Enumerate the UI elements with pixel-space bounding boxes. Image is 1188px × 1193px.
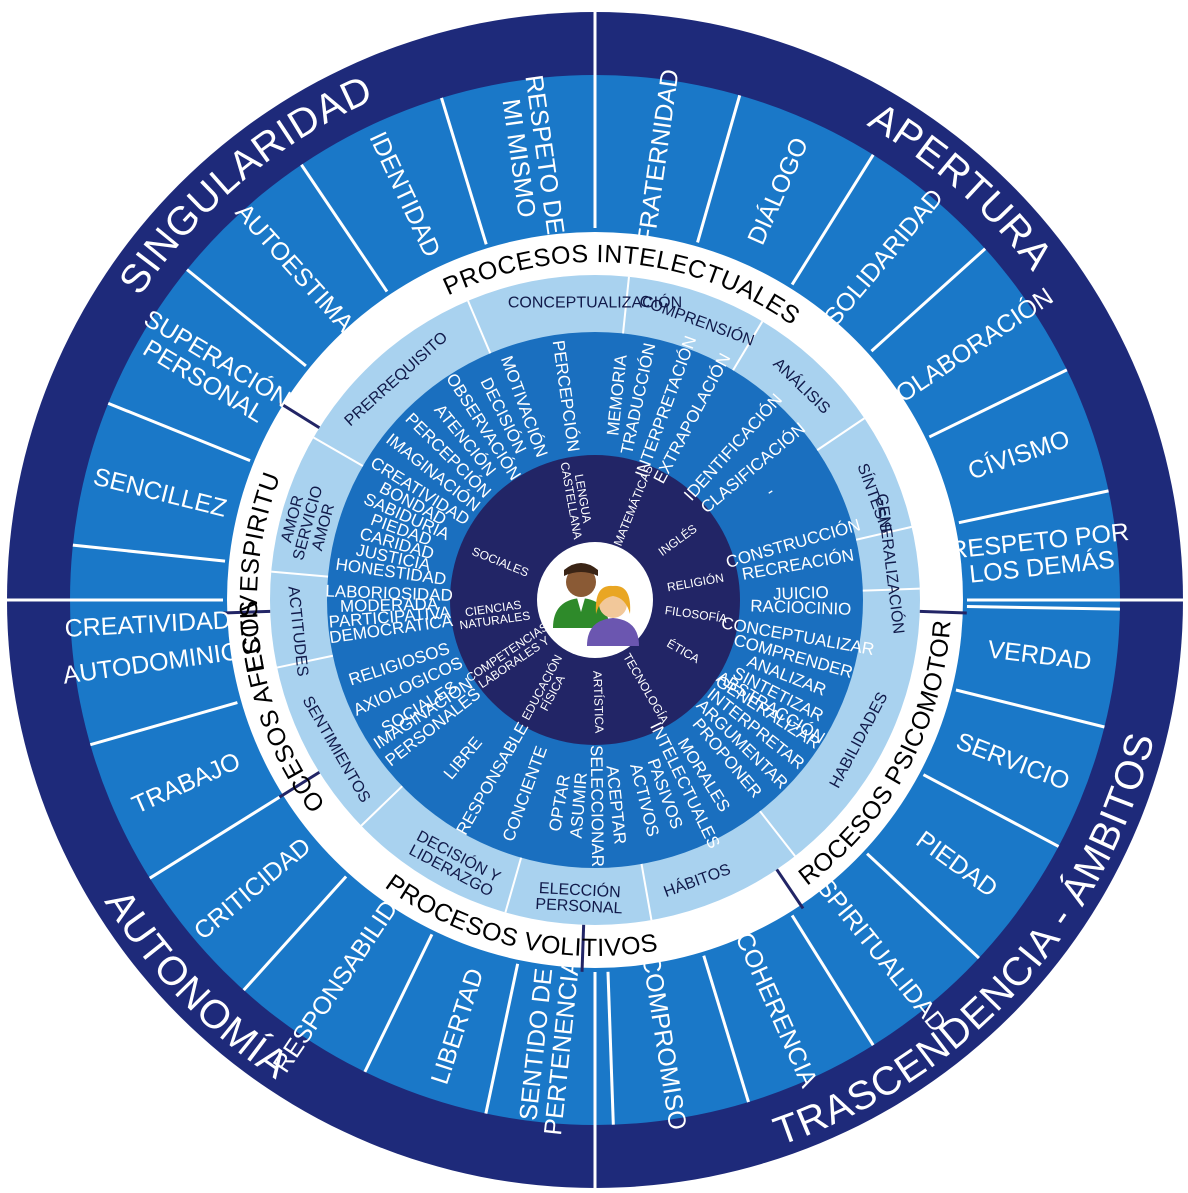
- subcategory-divider: [816, 417, 865, 451]
- rings: [7, 12, 1183, 1188]
- item-label: MODERADA: [340, 595, 439, 616]
- value-divider: [107, 401, 251, 463]
- value-divider: [955, 688, 1105, 729]
- process-divider: [278, 770, 321, 799]
- value-divider: [89, 701, 238, 747]
- value-divider: [790, 153, 875, 286]
- value-divider: [870, 247, 987, 353]
- value-divider: [484, 963, 520, 1114]
- item-label: RACIOCINIO: [750, 596, 852, 619]
- value-divider: [966, 604, 1120, 611]
- value-divider: [928, 368, 1068, 439]
- center: [553, 563, 639, 646]
- subcategory-divider: [732, 320, 764, 371]
- value-divider: [186, 268, 307, 368]
- process-divider: [278, 401, 321, 430]
- subcategory-label: AMORSERVICIOAMOR: [275, 480, 342, 566]
- subcategory-divider: [276, 654, 334, 669]
- subcategory-divider: [467, 300, 492, 354]
- subcategory-label: ELECCIÓNPERSONAL: [535, 878, 624, 918]
- value-divider: [866, 852, 980, 960]
- value-divider: [242, 875, 348, 992]
- value-divider: [72, 543, 226, 563]
- subcategory-divider: [622, 276, 630, 334]
- two-people-icon: [553, 563, 639, 646]
- process-divider: [223, 609, 271, 615]
- subcategory-divider: [862, 587, 920, 592]
- value-divider: [922, 773, 1060, 848]
- value-divider: [790, 914, 875, 1047]
- subcategory-divider: [759, 810, 796, 857]
- item-label: LABORIOSIDAD: [325, 582, 453, 605]
- subcategory-divider: [504, 857, 523, 913]
- process-divider: [580, 924, 586, 972]
- value-divider: [148, 795, 281, 880]
- value-divider: [363, 933, 434, 1073]
- subcategory-divider: [855, 525, 912, 541]
- item-label: JUICIO: [773, 583, 829, 604]
- subcategory-divider: [271, 570, 329, 578]
- process-divider: [775, 868, 805, 910]
- subcategory-divider: [360, 785, 403, 827]
- value-divider: [958, 489, 1109, 525]
- subcategory-divider: [640, 863, 653, 921]
- subcategory-label: CONCEPTUALIZACIÓN: [508, 293, 682, 312]
- value-divider: [702, 955, 750, 1103]
- item-label: SELECCIONAR: [587, 745, 607, 867]
- process-divider: [919, 609, 967, 615]
- value-divider: [696, 94, 742, 243]
- subject-label: ARTÍSTICA: [590, 670, 607, 733]
- value-divider: [440, 97, 488, 245]
- value-divider: [300, 163, 389, 293]
- value-divider: [606, 971, 615, 1125]
- subcategory-divider: [313, 436, 364, 467]
